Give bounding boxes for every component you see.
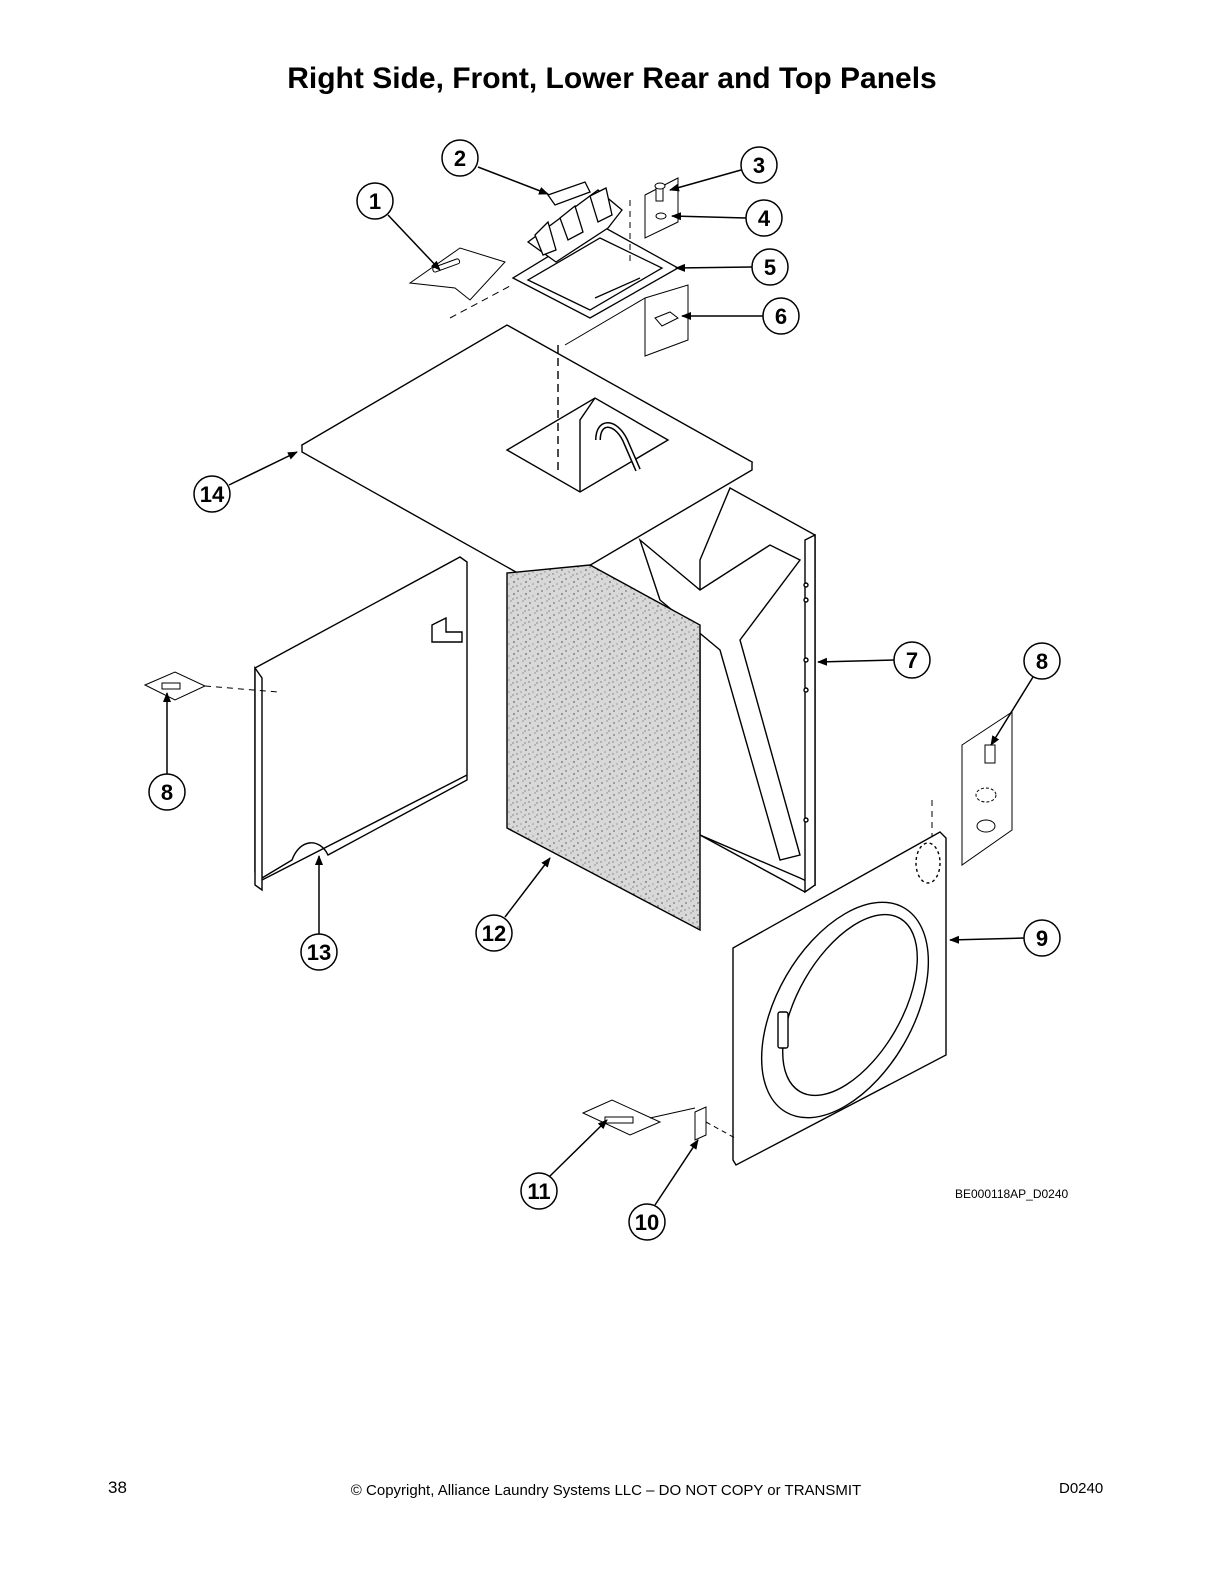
svg-text:8: 8 [161,780,173,805]
part-6-clip [564,284,689,357]
callout-8-left: 8 [148,692,186,811]
part-9-front-panel [732,831,947,1166]
page-number: 38 [108,1478,127,1497]
callout-12: 12 [475,857,551,952]
svg-text:9: 9 [1036,926,1048,951]
document-code: D0240 [1059,1480,1104,1497]
svg-text:7: 7 [906,648,918,673]
callout-3: 3 [669,146,778,192]
part-2-5-lid-frame [511,181,680,319]
copyright-notice: © Copyright, Alliance Laundry Systems LL… [350,1482,862,1499]
callout-8-right: 8 [990,642,1061,746]
drawing-code: BE000118AP_D0240 [955,1187,1069,1201]
callout-10: 10 [628,1139,699,1241]
callout-7: 7 [817,641,931,679]
svg-text:4: 4 [758,206,771,231]
callout-14: 14 [193,451,298,513]
part-13-rear-panel [254,556,468,892]
part-1-label [408,247,511,319]
svg-text:1: 1 [369,189,381,214]
svg-text:10: 10 [635,1210,659,1235]
callout-1: 1 [356,182,441,271]
part-3-4-screw-washer [629,177,679,265]
callout-13: 13 [300,855,338,971]
svg-text:12: 12 [482,921,506,946]
svg-text:5: 5 [764,255,776,280]
part-8-left-screw [143,671,279,701]
callout-11: 11 [520,1119,608,1210]
part-10-11-bracket-screw [581,1099,736,1141]
callout-9: 9 [949,919,1061,957]
svg-text:11: 11 [527,1179,550,1204]
page-title: Right Side, Front, Lower Rear and Top Pa… [287,62,937,95]
svg-text:6: 6 [775,304,787,329]
part-8-right-screw [931,711,1013,866]
part-14-top-panel [300,324,754,591]
callout-5: 5 [675,248,789,286]
svg-text:8: 8 [1036,649,1048,674]
callout-2: 2 [441,139,549,195]
svg-text:3: 3 [753,153,765,178]
svg-text:2: 2 [454,146,466,171]
part-12-insulation [506,564,701,932]
svg-text:13: 13 [307,940,331,965]
callout-4: 4 [671,199,783,237]
svg-text:14: 14 [200,482,225,507]
part-7-side-panel [638,487,816,894]
callout-6: 6 [681,297,800,335]
